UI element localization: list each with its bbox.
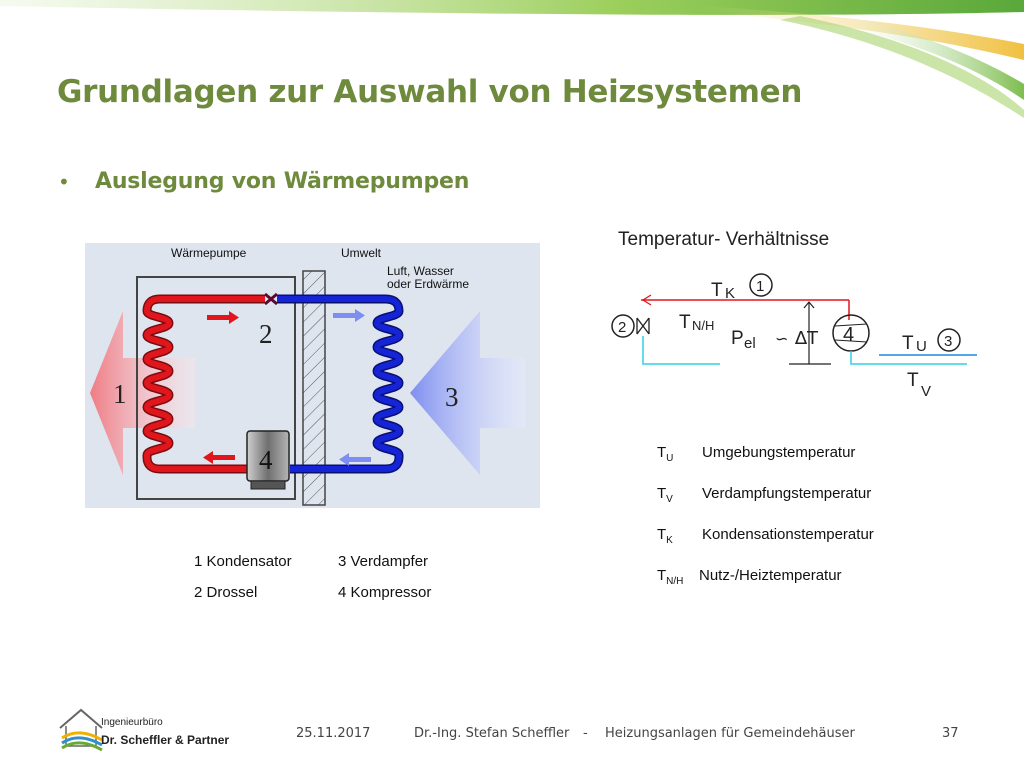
heat-pump-diagram: Wärmepumpe Umwelt Luft, Wasser oder Erdw… (85, 243, 540, 508)
number-1-condenser: 1 (113, 379, 127, 409)
pel-label: P (731, 328, 744, 349)
company-name-line1: Ingenieurbüro (101, 717, 163, 728)
temperature-diagram: Temperatur- Verhältnisse T K 1 2 T N/H P… (611, 229, 977, 400)
number-3-evaporator: 3 (445, 382, 459, 412)
cold-input-arrow (410, 311, 525, 475)
tu-subscript: U (916, 338, 927, 355)
hot-output-arrow (90, 311, 195, 475)
legend-item-kompressor: 4 Kompressor (338, 584, 432, 601)
slide-title: Grundlagen zur Auswahl von Heizsystemen (57, 74, 803, 110)
footer-page-number: 37 (942, 726, 959, 741)
legend-symbol: TN/H (657, 567, 684, 587)
header-swoosh (0, 0, 1024, 118)
tv-subscript: V (921, 383, 931, 400)
legend-description: Umgebungstemperatur (702, 444, 856, 461)
circle-1 (749, 273, 773, 297)
number-2-throttle: 2 (259, 319, 273, 349)
label-source-line1: Luft, Wasser (387, 264, 454, 278)
flow-arrow-right-cold (333, 309, 365, 322)
tu-label: T (902, 333, 914, 354)
company-logo-icon (59, 708, 103, 752)
legend-symbol: TV (657, 485, 673, 505)
pel-subscript: el (744, 335, 756, 352)
circle-4: 4 (843, 324, 854, 346)
wall-hatched (302, 270, 326, 506)
legend-item-kondensator: 1 Kondensator (194, 553, 292, 570)
slide-subtitle: Auslegung von Wärmepumpen (95, 169, 470, 194)
company-name-line2: Dr. Scheffler & Partner (101, 733, 230, 747)
flow-arrow-left-cold (339, 453, 371, 466)
hot-circuit-pipe (144, 296, 265, 472)
number-4-compressor: 4 (259, 445, 273, 475)
circle-3 (937, 328, 961, 352)
bullet-point-icon: • (58, 170, 70, 194)
tv-line (850, 351, 967, 365)
temperature-diagram-title: Temperatur- Verhältnisse (618, 229, 829, 250)
svg-text:2: 2 (618, 319, 626, 336)
svg-text:3: 3 (944, 333, 952, 350)
legend-description: Kondensationstemperatur (702, 526, 874, 543)
tk-label: T (711, 280, 723, 301)
tk-subscript: K (725, 285, 735, 302)
label-source-line2: oder Erdwärme (387, 277, 469, 291)
footer-date: 25.11.2017 (296, 726, 371, 741)
heat-pump-housing (136, 276, 296, 500)
legend-item-verdampfer: 3 Verdampfer (338, 553, 429, 570)
legend-description: Nutz-/Heiztemperatur (699, 567, 842, 584)
tnh-subscript: N/H (692, 318, 714, 333)
legend-symbol: TK (657, 526, 673, 546)
label-umwelt: Umwelt (341, 246, 382, 260)
legend-description: Verdampfungstemperatur (702, 485, 872, 502)
legend-symbol: TU (657, 444, 674, 464)
footer-author: Dr.-Ing. Stefan Scheffler (414, 726, 570, 741)
legend-item-drossel: 2 Drossel (194, 584, 258, 601)
footer-topic: Heizungsanlagen für Gemeindehäuser (605, 726, 855, 741)
tv-label: T (907, 370, 919, 391)
cold-circuit-pipe (277, 296, 402, 472)
circle-2 (611, 314, 635, 338)
label-waermepumpe: Wärmepumpe (171, 246, 247, 260)
compressor-icon (246, 430, 290, 490)
sine-symbol-icon: ∽ (775, 329, 788, 348)
throttle-valve-symbol (636, 317, 650, 335)
throttle-valve (264, 292, 278, 306)
flow-arrow-left-hot (203, 451, 235, 464)
tnh-line-left (642, 336, 720, 365)
flow-arrow-right-hot (207, 311, 239, 324)
delta-t-label: ∆T (794, 328, 819, 349)
svg-text:1: 1 (756, 278, 764, 295)
footer-separator: - (583, 726, 588, 741)
tnh-label: T (679, 312, 691, 333)
